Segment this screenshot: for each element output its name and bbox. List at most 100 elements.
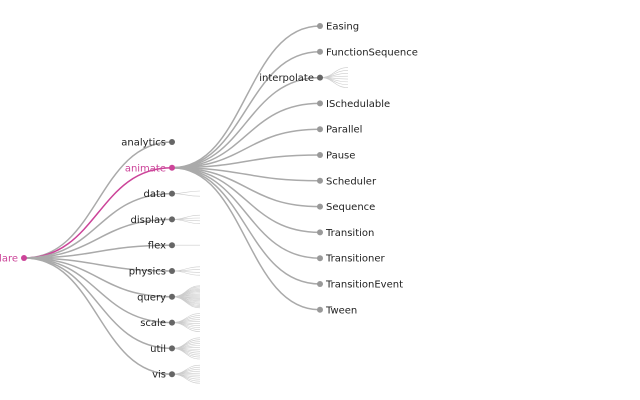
- link-flare-display: [23, 218, 173, 259]
- link-animate-transitionevent: [171, 167, 321, 285]
- link-animate-transition: [171, 167, 321, 234]
- tree-links: [23, 25, 349, 384]
- node-label: display: [130, 215, 166, 226]
- node-label: lare: [0, 254, 18, 265]
- link-flare-util: [23, 257, 173, 350]
- node-dot: [169, 293, 175, 300]
- node-dot: [317, 23, 323, 29]
- node-flare[interactable]: lare: [0, 254, 27, 265]
- node-functionsequence[interactable]: FunctionSequence: [317, 47, 418, 58]
- node-dot: [169, 319, 175, 326]
- node-label: Parallel: [326, 125, 362, 136]
- node-dot: [169, 345, 175, 352]
- node-label: scale: [140, 318, 166, 329]
- link-animate-easing: [171, 25, 321, 169]
- node-label: Pause: [326, 151, 355, 162]
- node-label: Tween: [325, 305, 357, 316]
- node-dot: [317, 126, 323, 133]
- node-label: TransitionEvent: [325, 280, 403, 291]
- node-dot: [169, 216, 175, 223]
- collapsed-children-display: [171, 214, 201, 224]
- collapsed-children-interpolate: [319, 67, 349, 88]
- node-dot: [317, 100, 323, 107]
- node-vis[interactable]: vis: [152, 370, 175, 381]
- node-dot: [21, 255, 27, 261]
- collapsed-children-data: [171, 190, 201, 197]
- node-label: Easing: [326, 22, 359, 33]
- collapsed-link: [171, 373, 201, 384]
- node-label: util: [150, 344, 166, 355]
- node-dot: [317, 203, 323, 210]
- node-label: Sequence: [326, 202, 375, 213]
- link-flare-query: [23, 257, 173, 298]
- node-dot: [169, 164, 175, 171]
- collapsed-link: [171, 296, 201, 309]
- link-flare-animate: [23, 167, 173, 259]
- collapsed-link: [319, 77, 349, 88]
- node-easing[interactable]: Easing: [317, 22, 359, 33]
- node-label: query: [137, 292, 166, 303]
- tree-nodes: lare analytics animate data display flex physi…: [0, 22, 418, 381]
- node-dot: [317, 255, 323, 262]
- link-animate-functionsequence: [171, 51, 321, 169]
- node-display[interactable]: display: [130, 215, 175, 226]
- collapsed-link: [171, 219, 201, 224]
- node-dot: [317, 48, 323, 55]
- node-util[interactable]: util: [150, 344, 175, 355]
- link-animate-pause: [171, 154, 321, 169]
- node-label: Transitioner: [325, 254, 386, 265]
- node-label: interpolate: [259, 73, 314, 84]
- collapsed-children-scale: [171, 313, 201, 332]
- node-label: animate: [125, 163, 166, 174]
- collapsed-children-physics: [171, 266, 201, 276]
- node-dot: [169, 371, 175, 378]
- link-animate-interpolate: [171, 76, 321, 169]
- node-label: Scheduler: [326, 176, 377, 187]
- node-interpolate[interactable]: interpolate: [259, 73, 323, 84]
- node-dot: [317, 229, 323, 236]
- node-scale[interactable]: scale: [140, 318, 175, 329]
- node-sequence[interactable]: Sequence: [317, 202, 375, 213]
- collapsed-link: [171, 190, 201, 194]
- node-transitionevent[interactable]: TransitionEvent: [317, 280, 403, 291]
- node-dot: [317, 177, 323, 184]
- node-animate[interactable]: animate: [125, 163, 175, 174]
- link-animate-parallel: [171, 128, 321, 169]
- link-flare-vis: [23, 257, 173, 375]
- node-transition[interactable]: Transition: [317, 228, 374, 239]
- node-flex[interactable]: flex: [148, 241, 175, 252]
- link-animate-transitioner: [171, 167, 321, 259]
- node-transitioner[interactable]: Transitioner: [317, 254, 386, 265]
- node-analytics[interactable]: analytics: [121, 138, 175, 149]
- collapsed-children-vis: [171, 364, 201, 384]
- link-animate-tween: [171, 167, 321, 311]
- node-data[interactable]: data: [143, 189, 175, 200]
- node-label: physics: [129, 267, 166, 278]
- node-label: ISchedulable: [326, 99, 390, 110]
- node-tween[interactable]: Tween: [317, 305, 357, 316]
- link-flare-flex: [23, 244, 173, 259]
- node-dot: [317, 152, 323, 158]
- link-animate-scheduler: [171, 167, 321, 182]
- node-label: vis: [152, 370, 166, 381]
- node-dot: [169, 242, 175, 249]
- collapsed-link: [171, 322, 201, 332]
- node-dot: [317, 306, 323, 313]
- node-ischedulable[interactable]: ISchedulable: [317, 99, 390, 110]
- node-query[interactable]: query: [137, 292, 175, 303]
- collapsed-children-query: [171, 285, 201, 309]
- link-flare-data: [23, 192, 173, 259]
- link-flare-analytics: [23, 141, 173, 259]
- node-physics[interactable]: physics: [129, 267, 175, 278]
- node-dot: [317, 281, 323, 287]
- link-animate-ischedulable: [171, 102, 321, 169]
- link-animate-sequence: [171, 167, 321, 208]
- node-scheduler[interactable]: Scheduler: [317, 176, 377, 187]
- link-flare-physics: [23, 257, 173, 272]
- node-parallel[interactable]: Parallel: [317, 125, 362, 136]
- node-dot: [169, 268, 175, 274]
- node-pause[interactable]: Pause: [317, 151, 355, 162]
- node-label: flex: [148, 241, 166, 252]
- collapsed-link: [171, 270, 201, 276]
